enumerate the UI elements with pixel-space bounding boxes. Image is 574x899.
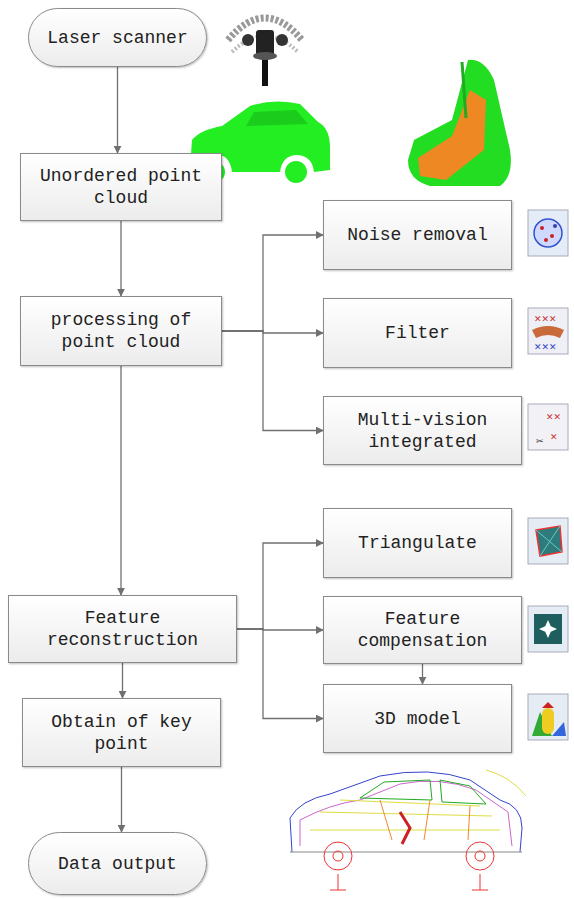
svg-text:✕✕✕: ✕✕✕ [534,342,557,352]
connector-arrow [121,767,122,832]
process-box: Feature reconstruction [8,595,237,663]
box-label: Filter [379,322,456,344]
connector-arrow [222,235,323,331]
scanner-illustration [228,18,302,86]
box-label: Feature reconstruction [9,607,236,651]
process-box: Filter [323,298,512,368]
multi-vision-icon: ✕✕ ✂ ✕ [528,404,568,450]
process-box: Obtain of key point [22,698,221,767]
seat-point-cloud [408,60,511,186]
box-label: Obtain of key point [23,711,220,755]
box-label: processing of point cloud [21,309,221,353]
box-label: Noise removal [341,224,493,246]
process-box: Multi-vision integrated [323,396,522,465]
wireframe-car [290,770,526,890]
box-label: 3D model [368,708,466,730]
process-box: Unordered point cloud [20,153,222,221]
box-label: Triangulate [352,532,483,554]
box-label: Laser scanner [41,27,193,49]
connector-arrow [222,331,323,431]
box-label: Feature compensation [324,608,521,652]
connector-arrow [237,629,323,719]
box-label: Multi-vision integrated [324,409,521,453]
noise-icon [528,210,568,256]
connector-arrow [120,366,121,595]
box-label: Data output [52,853,183,875]
svg-text:✕✕✕: ✕✕✕ [534,314,557,324]
process-box: Noise removal [323,200,512,270]
triangulate-icon [528,518,568,564]
model-icon [528,694,568,740]
connector-arrow [122,663,123,698]
connector-arrow [422,664,423,684]
svg-text:✕✕: ✕✕ [546,412,561,422]
connector-arrow [117,67,118,153]
box-label: Unordered point cloud [21,165,221,209]
connector-arrow [237,543,323,629]
process-box: 3D model [323,684,512,753]
terminal-box: Data output [28,832,207,895]
process-box: Triangulate [323,508,512,578]
process-box: processing of point cloud [20,296,222,366]
svg-text:✕: ✕ [550,432,558,442]
filter-icon: ✕✕✕ ✕✕✕ [528,308,568,354]
connector-arrow [120,221,121,296]
terminal-box: Laser scanner [28,8,207,67]
compensation-icon [528,606,568,652]
svg-text:✂: ✂ [536,436,544,446]
process-box: Feature compensation [323,596,522,664]
